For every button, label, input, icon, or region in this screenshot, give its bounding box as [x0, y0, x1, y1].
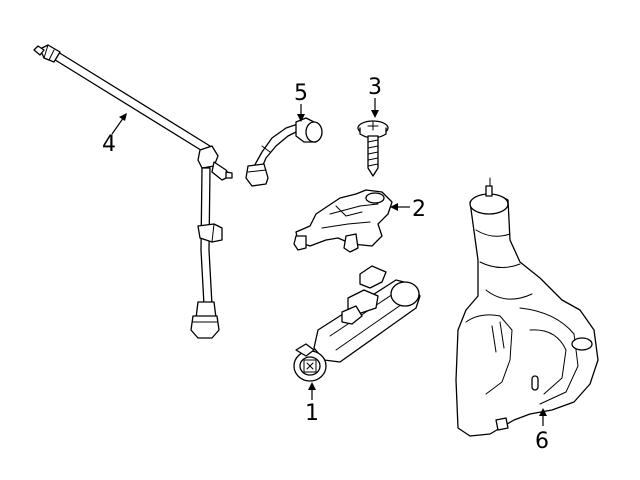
- callout-3-label: 3: [368, 75, 382, 100]
- callout-4-label: 4: [102, 132, 116, 157]
- hose-connector-part: [245, 117, 323, 187]
- washer-hose-part: [33, 44, 233, 339]
- callout-1-label: 1: [305, 401, 319, 426]
- callout-4: 4: [102, 113, 127, 157]
- callout-2: 2: [390, 197, 426, 222]
- callout-6: 6: [535, 408, 549, 454]
- callout-5-label: 5: [294, 81, 308, 106]
- callout-5: 5: [294, 81, 308, 122]
- callout-2-label: 2: [412, 197, 426, 222]
- callout-1: 1: [305, 382, 319, 426]
- callout-6-label: 6: [535, 429, 549, 454]
- nozzle-bracket-part: [293, 189, 393, 253]
- nozzle-cylinder-part: [293, 265, 421, 382]
- callout-3: 3: [368, 75, 382, 118]
- screw-part: [357, 120, 389, 177]
- washer-reservoir-part: [455, 177, 599, 437]
